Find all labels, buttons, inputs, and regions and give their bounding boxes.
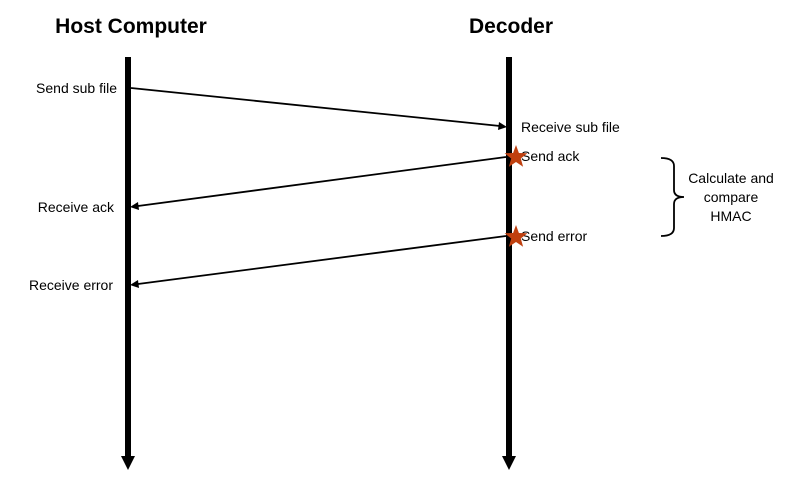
receive-ack-label: Receive ack <box>38 199 115 215</box>
host-computer-title: Host Computer <box>55 15 207 38</box>
decoder-title: Decoder <box>469 15 553 38</box>
send-sub-file-arrow <box>130 87 501 127</box>
host-lifeline-arrowhead <box>121 456 135 470</box>
star-marker-icon <box>504 145 528 167</box>
send-ack-label: Send ack <box>521 148 580 164</box>
receive-error-arrowhead <box>130 280 139 288</box>
send-ack-arrow <box>137 156 507 207</box>
annotation-line-3: HMAC <box>710 208 751 224</box>
star-marker-icon <box>504 225 528 247</box>
receive-ack-arrowhead <box>130 202 139 210</box>
send-sub-file-arrowhead <box>498 122 507 130</box>
send-sub-file-label: Send sub file <box>36 80 117 96</box>
annotation-line-2: compare <box>704 189 759 205</box>
right-brace <box>660 157 685 237</box>
annotation-line-1: Calculate and <box>688 170 774 186</box>
receive-sub-file-label: Receive sub file <box>521 119 620 135</box>
send-error-arrow <box>137 235 507 285</box>
decoder-lifeline-arrowhead <box>502 456 516 470</box>
send-error-label: Send error <box>521 228 587 244</box>
receive-error-label: Receive error <box>29 277 113 293</box>
